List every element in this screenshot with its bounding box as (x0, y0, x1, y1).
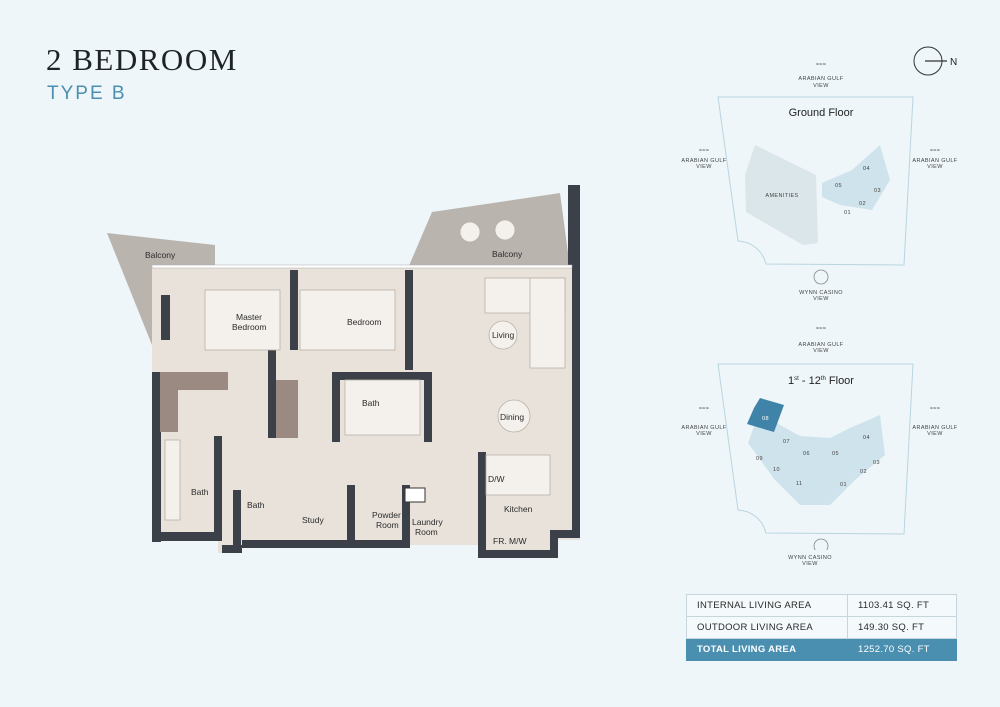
svg-text:02: 02 (859, 201, 866, 207)
room-label: Master (236, 312, 262, 322)
svg-text:ARABIAN GULF: ARABIAN GULF (912, 425, 957, 431)
ground-floor-key: ≈≈≈ ARABIAN GULF VIEW ≈≈≈ ARABIAN GULF V… (681, 62, 957, 302)
svg-text:01: 01 (844, 210, 851, 216)
svg-text:N: N (950, 57, 957, 68)
waves-icon: ≈≈≈ (816, 326, 826, 332)
room-label: Bath (191, 487, 209, 497)
svg-text:07: 07 (783, 439, 790, 445)
svg-text:VIEW: VIEW (813, 296, 829, 302)
room-label: Bath (247, 500, 265, 510)
svg-text:ARABIAN GULF: ARABIAN GULF (798, 76, 843, 82)
room-label: Powder (372, 510, 401, 520)
svg-text:05: 05 (835, 183, 842, 189)
svg-text:ARABIAN GULF: ARABIAN GULF (912, 158, 957, 164)
key-plan: N ≈≈≈ ARABIAN GULF VIEW ≈≈≈ ARABIAN GULF… (681, 46, 957, 550)
upper-floor-key: ≈≈≈ ARABIAN GULF VIEW ≈≈≈ ARABIAN GULF V… (681, 326, 957, 550)
room-label: Living (492, 330, 514, 340)
waves-icon: ≈≈≈ (699, 406, 709, 412)
svg-text:05: 05 (832, 451, 839, 457)
floor-plan: Balcony Balcony Master Bedroom Bedroom L… (107, 185, 580, 558)
window-line (151, 264, 573, 269)
svg-text:09: 09 (756, 456, 763, 462)
page-subtitle: TYPE B (47, 83, 127, 104)
svg-text:VIEW: VIEW (927, 431, 943, 437)
svg-text:08: 08 (762, 416, 769, 422)
svg-text:04: 04 (863, 435, 870, 441)
svg-text:WYNN CASINO: WYNN CASINO (799, 290, 843, 296)
room-label: Balcony (492, 249, 523, 259)
walls (152, 185, 580, 558)
svg-text:01: 01 (840, 482, 847, 488)
svg-text:ARABIAN GULF: ARABIAN GULF (798, 342, 843, 348)
svg-text:VIEW: VIEW (813, 348, 829, 354)
room-label: Room (376, 520, 399, 530)
compass-icon: N (913, 46, 957, 76)
room-labels: Balcony Balcony Master Bedroom Bedroom L… (145, 249, 533, 546)
casino-icon (813, 538, 829, 550)
svg-text:03: 03 (874, 188, 881, 194)
balcony-right (408, 193, 570, 268)
waves-icon: ≈≈≈ (930, 148, 940, 154)
highlighted-unit (747, 398, 784, 432)
room-label: Bath (362, 398, 380, 408)
casino-icon (813, 269, 829, 285)
svg-text:03: 03 (873, 460, 880, 466)
svg-text:ARABIAN GULF: ARABIAN GULF (681, 425, 726, 431)
svg-text:04: 04 (863, 166, 870, 172)
svg-text:11: 11 (796, 481, 803, 487)
room-label: Study (302, 515, 324, 525)
room-label: FR. M/W (493, 536, 527, 546)
svg-text:ARABIAN GULF: ARABIAN GULF (681, 158, 726, 164)
room-label: Bedroom (347, 317, 382, 327)
svg-text:VIEW: VIEW (927, 164, 943, 170)
furniture (164, 219, 566, 521)
room-label: Bedroom (232, 322, 267, 332)
svg-text:02: 02 (860, 469, 867, 475)
room-label: Laundry (412, 517, 443, 527)
wardrobe (276, 380, 298, 438)
room-label: D/W (488, 474, 505, 484)
waves-icon: ≈≈≈ (816, 62, 826, 68)
svg-text:VIEW: VIEW (696, 431, 712, 437)
washer (404, 487, 426, 503)
svg-text:06: 06 (803, 451, 810, 457)
upper-floor-title: 1st - 12th Floor (788, 375, 854, 387)
svg-text:AMENITIES: AMENITIES (765, 193, 798, 199)
room-label: Kitchen (504, 504, 533, 514)
wardrobe (160, 372, 178, 432)
room-label: Dining (500, 412, 524, 422)
room-label: Room (415, 527, 438, 537)
svg-text:10: 10 (773, 467, 780, 473)
ground-floor-title: Ground Floor (789, 107, 854, 119)
room-label: Balcony (145, 250, 176, 260)
waves-icon: ≈≈≈ (930, 406, 940, 412)
svg-text:VIEW: VIEW (696, 164, 712, 170)
waves-icon: ≈≈≈ (699, 148, 709, 154)
page-title: 2 BEDROOM (46, 42, 238, 77)
svg-text:VIEW: VIEW (813, 83, 829, 89)
